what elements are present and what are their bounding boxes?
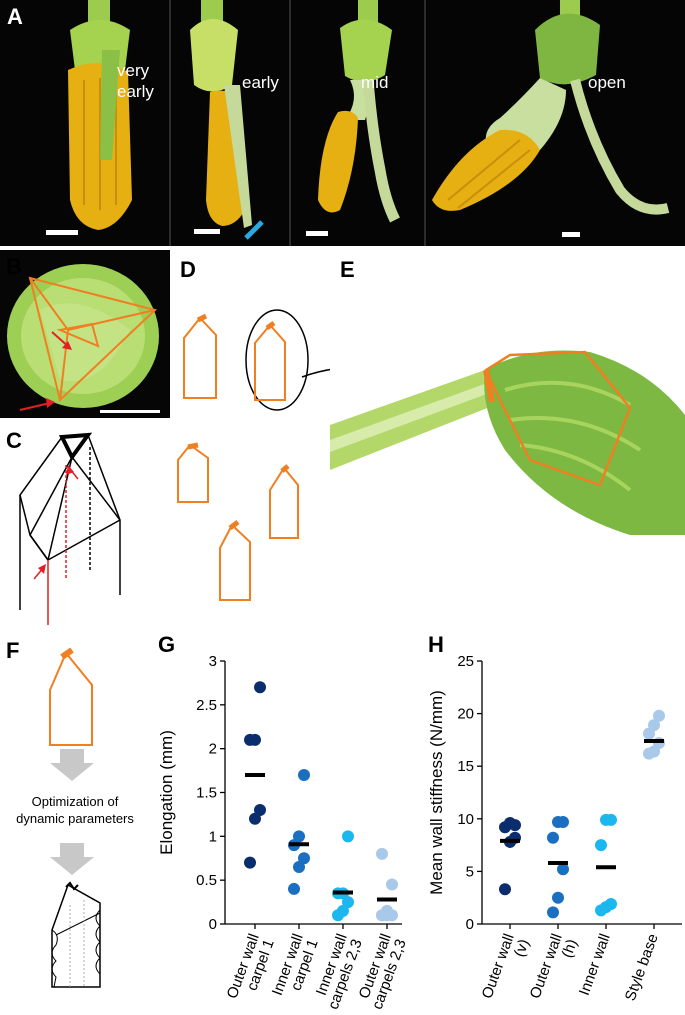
outline-shape bbox=[254, 320, 286, 401]
optimization-caption: Optimization of dynamic parameters bbox=[16, 794, 134, 826]
data-point bbox=[337, 904, 349, 917]
data-point bbox=[557, 815, 569, 828]
down-arrow bbox=[50, 843, 94, 875]
data-point bbox=[293, 830, 305, 843]
x-tick-label: Inner wall bbox=[576, 932, 614, 998]
y-tick-label: 15 bbox=[457, 758, 474, 775]
stage-label-mid: mid bbox=[361, 73, 389, 92]
data-point bbox=[254, 804, 266, 817]
data-point bbox=[298, 852, 310, 865]
panel-label-h: H bbox=[428, 632, 444, 657]
x-tick-label-line: Style base bbox=[622, 932, 662, 1004]
x-tick-label: Outer wallcarpel 1 bbox=[224, 932, 278, 1007]
data-point bbox=[244, 856, 256, 869]
mechanical-model-outline bbox=[51, 881, 101, 988]
y-tick-label: 1 bbox=[209, 828, 217, 845]
data-point bbox=[342, 896, 354, 909]
scale-bar bbox=[46, 230, 78, 235]
y-tick-label: 2.5 bbox=[196, 697, 217, 714]
ovary-cross-section bbox=[7, 264, 160, 413]
panel-label-b: B bbox=[6, 254, 22, 279]
data-point bbox=[547, 831, 559, 844]
panel-f-diagram bbox=[49, 647, 101, 988]
data-point bbox=[605, 898, 617, 911]
data-point bbox=[653, 709, 665, 722]
data-point bbox=[547, 906, 559, 919]
data-point bbox=[552, 891, 564, 904]
data-point bbox=[653, 737, 665, 750]
data-point bbox=[293, 861, 305, 874]
y-tick-label: 25 bbox=[457, 653, 474, 670]
data-point bbox=[376, 847, 388, 860]
data-point bbox=[605, 813, 617, 826]
panel-label-g: G bbox=[158, 632, 176, 657]
outline-shape bbox=[269, 464, 299, 539]
data-point bbox=[249, 733, 261, 746]
y-tick-label: 3 bbox=[209, 653, 217, 670]
y-tick-label: 0 bbox=[466, 916, 474, 933]
flower-mid bbox=[306, 0, 400, 236]
data-point bbox=[648, 719, 660, 732]
panel-e-ovary-photo bbox=[330, 330, 685, 535]
panel-label-a: A bbox=[7, 4, 23, 29]
panel-d-outline-shapes bbox=[177, 309, 309, 601]
scale-bar bbox=[100, 410, 160, 413]
x-tick-label-line: Inner wall bbox=[576, 932, 614, 998]
flower-photographs bbox=[46, 0, 670, 246]
outline-shape bbox=[219, 520, 251, 601]
highlight-circle bbox=[245, 309, 309, 411]
x-tick-label: Outer wall(h) bbox=[527, 932, 581, 1007]
y-tick-label: 2 bbox=[209, 741, 217, 758]
data-point bbox=[386, 878, 398, 891]
y-tick-label: 0.5 bbox=[196, 872, 217, 889]
stage-label-very-early: very early bbox=[117, 61, 154, 101]
panel-label-c: C bbox=[6, 428, 22, 453]
stage-label-open: open bbox=[588, 73, 626, 92]
data-point bbox=[557, 863, 569, 876]
data-point bbox=[342, 830, 354, 843]
data-point bbox=[298, 768, 310, 781]
outline-shape bbox=[177, 442, 209, 503]
data-point bbox=[249, 812, 261, 825]
panel-a-photo-strip: A very early early mid open bbox=[0, 0, 685, 246]
outline-shape bbox=[49, 647, 93, 746]
scale-bar bbox=[306, 231, 328, 236]
flower-open bbox=[432, 0, 670, 237]
y-axis-label: Elongation (mm) bbox=[157, 730, 176, 855]
panel-c-wire-model bbox=[19, 432, 121, 625]
panel-label-d: D bbox=[180, 257, 196, 282]
stage-label-early: early bbox=[242, 73, 279, 92]
x-tick-label: Style base bbox=[622, 932, 662, 1004]
data-point bbox=[381, 904, 393, 917]
y-tick-label: 5 bbox=[466, 863, 474, 880]
data-point bbox=[288, 882, 300, 895]
data-point bbox=[254, 681, 266, 694]
panel-label-f: F bbox=[6, 638, 20, 663]
outline-shape bbox=[183, 313, 217, 399]
y-tick-label: 0 bbox=[209, 916, 217, 933]
x-tick-label-line: (v) bbox=[511, 937, 533, 959]
scale-bar bbox=[194, 229, 220, 234]
x-tick-label-line: Outer wall bbox=[527, 932, 566, 1001]
y-axis-label: Mean wall stiffness (N/mm) bbox=[427, 690, 446, 895]
x-tick-label-line: Outer wall bbox=[479, 932, 518, 1001]
x-tick-label-line: (h) bbox=[559, 937, 581, 960]
down-arrow bbox=[50, 749, 94, 781]
y-tick-label: 1.5 bbox=[196, 785, 217, 802]
scale-bar bbox=[562, 232, 580, 237]
x-tick-label: Outer wall(v) bbox=[479, 932, 533, 1007]
data-point bbox=[509, 819, 521, 832]
data-point bbox=[595, 839, 607, 852]
y-tick-label: 10 bbox=[457, 811, 474, 828]
flower-very-early bbox=[46, 0, 132, 235]
flower-early bbox=[190, 0, 264, 240]
panel-b-photo: B bbox=[0, 250, 170, 418]
y-tick-label: 20 bbox=[457, 706, 474, 723]
data-point bbox=[499, 883, 511, 896]
panel-label-e: E bbox=[340, 257, 355, 282]
